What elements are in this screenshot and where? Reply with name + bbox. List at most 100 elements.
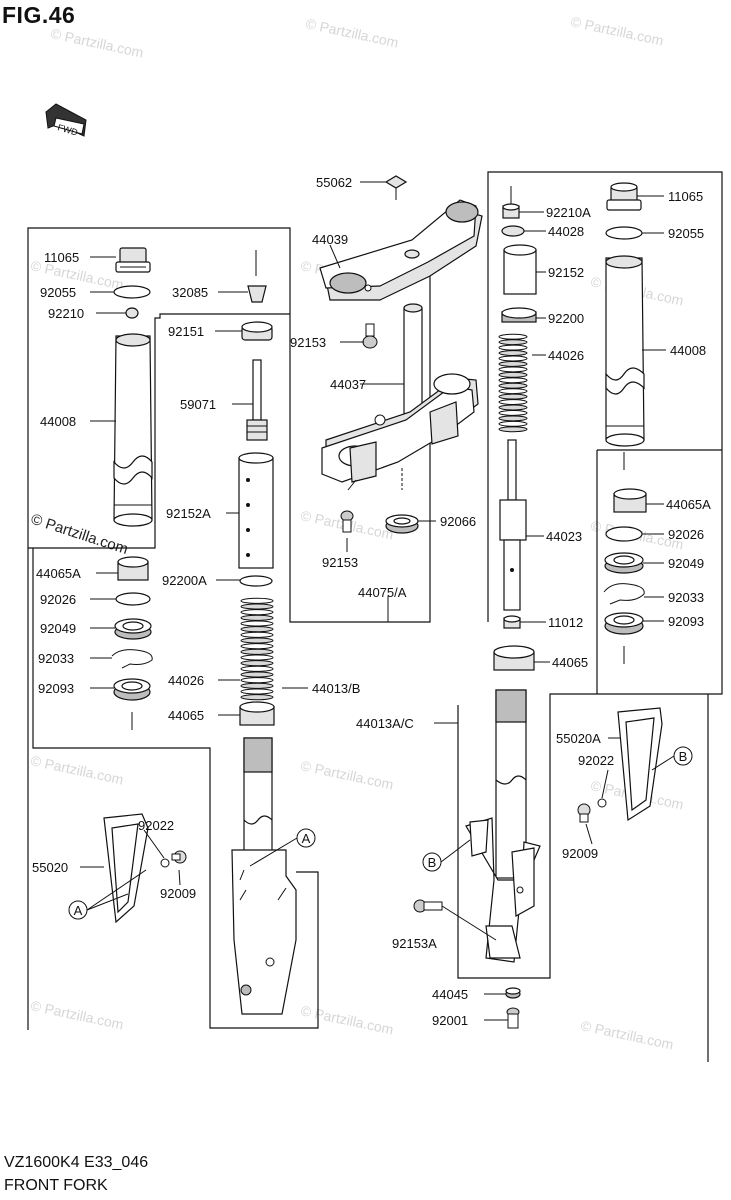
part-label: 44039 (312, 232, 348, 247)
part-label: 92033 (38, 651, 74, 666)
outer-tube-icon (231, 737, 297, 1015)
part-label: 44028 (548, 224, 584, 239)
part-label: 92009 (160, 886, 196, 901)
fwd-arrow-icon: FWD (45, 103, 87, 138)
part-label: 92153 (290, 335, 326, 350)
spring-coil (498, 426, 528, 433)
part-label: 44075/A (358, 585, 407, 600)
fork-guard-plate-icon (617, 707, 663, 822)
outer-tube-icon (465, 689, 541, 963)
callout-circle (68, 900, 88, 920)
spring-coil (498, 393, 528, 400)
part-label: 92093 (38, 681, 74, 696)
spring-coil (498, 339, 528, 346)
oil-seal-icon (114, 618, 152, 640)
spring-coil (498, 333, 528, 340)
slide-bushing-icon (493, 645, 535, 671)
part-label: 92066 (440, 514, 476, 529)
spring-coil (498, 388, 528, 395)
part-label: 92200A (162, 573, 207, 588)
part-label: 92153A (392, 936, 437, 951)
spring-coil (498, 350, 528, 357)
washer-icon (597, 798, 607, 808)
spring-coil (240, 643, 274, 650)
bolt-icon (362, 323, 378, 349)
bolt-icon (413, 899, 443, 913)
slide-bushing-icon (117, 556, 149, 581)
part-label: 55020 (32, 860, 68, 875)
bushing-icon (503, 615, 521, 629)
washer-icon (239, 575, 273, 587)
part-label: 92152A (166, 506, 211, 521)
part-label: 92200 (548, 311, 584, 326)
bolt-icon (340, 479, 357, 533)
part-label: 44013A/C (356, 716, 414, 731)
part-label: 92049 (668, 556, 704, 571)
inner-tube-icon (605, 255, 645, 447)
snap-ring-icon (603, 583, 645, 605)
spring-coil (240, 609, 274, 616)
part-label: 44008 (40, 414, 76, 429)
part-label: 44026 (168, 673, 204, 688)
part-label: 92033 (668, 590, 704, 605)
part-label: 92026 (668, 527, 704, 542)
spring-coil (240, 694, 274, 701)
spring-seat-icon (501, 225, 525, 237)
callout-circle (296, 828, 316, 848)
steering-stem-parts (319, 175, 483, 534)
fork-cap-bolt-icon (606, 182, 642, 211)
dust-seal-icon (113, 678, 151, 701)
figure-title: FIG.46 (2, 2, 76, 28)
slide-bushing-icon (239, 701, 275, 726)
spring-coil (240, 626, 274, 633)
fork-guard-plate-icon (103, 813, 149, 924)
spring-coil (498, 420, 528, 427)
spring-coil (240, 688, 274, 695)
part-label: 59071 (180, 397, 216, 412)
callout-markers: A A B B (68, 746, 693, 920)
part-label: 92022 (138, 818, 174, 833)
right-fork-inner-parts (413, 186, 541, 1029)
bolt-icon (171, 850, 187, 864)
spring-coil (240, 654, 274, 661)
figure-name: FRONT FORK (4, 1177, 108, 1194)
part-label: 32085 (172, 285, 208, 300)
part-label: 44065 (168, 708, 204, 723)
spring-coil (240, 682, 274, 689)
washer-icon (115, 592, 151, 606)
part-label: 55020A (556, 731, 601, 746)
callout-a: A (302, 831, 311, 846)
part-label: 44026 (548, 348, 584, 363)
spring-coil (240, 671, 274, 678)
part-label: 11065 (44, 250, 79, 265)
right-fork-outer-parts (577, 182, 663, 823)
nut-icon (125, 307, 139, 319)
part-label: 92026 (40, 592, 76, 607)
spring-coil (498, 409, 528, 416)
leader-lines (80, 181, 675, 1021)
part-label: 92093 (668, 614, 704, 629)
dust-seal-icon (604, 612, 644, 635)
part-label: 92153 (322, 555, 358, 570)
spring-coil (498, 415, 528, 422)
part-label: 92022 (578, 753, 614, 768)
figure-code: VZ1600K4 E33_046 (4, 1154, 149, 1171)
watermark: © Partzilla.com (579, 1017, 675, 1052)
washer-icon (605, 526, 643, 542)
callout-b: B (428, 855, 437, 870)
o-ring-icon (113, 285, 151, 299)
callout-circle (422, 852, 442, 872)
spring-coil (240, 637, 274, 644)
spacer-tube-icon (503, 244, 537, 295)
spring-coil (240, 631, 274, 638)
part-label: 44065 (552, 655, 588, 670)
part-label: 92055 (668, 226, 704, 241)
fork-cap-bolt-icon (115, 247, 151, 273)
part-label: 92055 (40, 285, 76, 300)
part-label: 44065A (666, 497, 711, 512)
watermark: © Partzilla.com (29, 997, 125, 1032)
part-label: 92210 (48, 306, 84, 321)
clip-icon (384, 175, 408, 189)
